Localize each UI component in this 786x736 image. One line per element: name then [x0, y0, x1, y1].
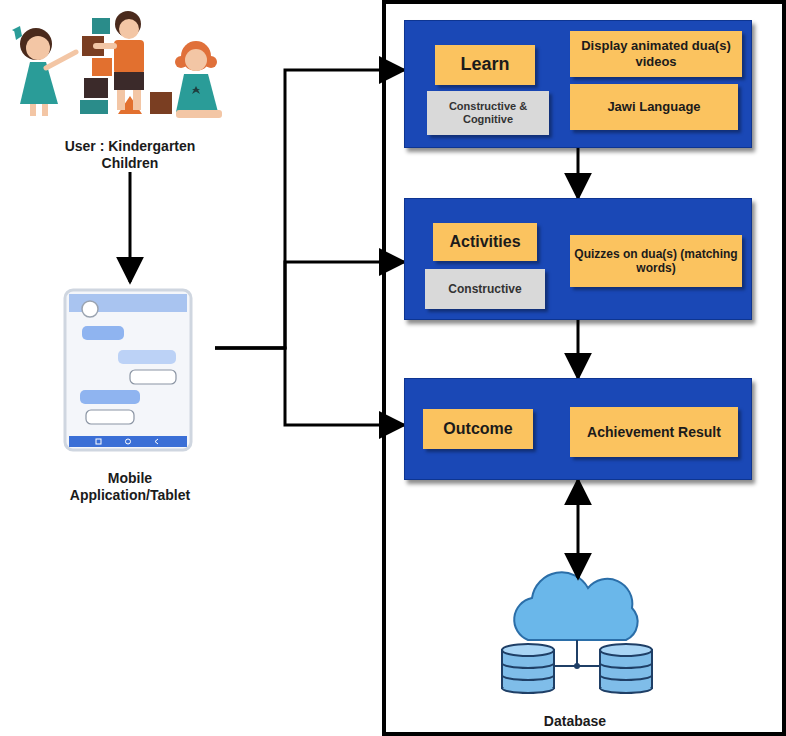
- children-illustration: [114, 40, 144, 74]
- flow-arrow: [577, 320, 580, 378]
- device-figure: Mobile Application/Tablet: [45, 282, 215, 504]
- database-illustration: [514, 572, 637, 640]
- figure-caption: Mobile Application/Tablet: [55, 470, 205, 504]
- content-box: Quizzes on dua(s) (matching words): [570, 235, 742, 287]
- approach-box: Constructive & Cognitive: [427, 91, 549, 135]
- children-illustration: [12, 26, 22, 40]
- figure-caption: Database: [544, 713, 606, 730]
- stage-panel: ActivitiesConstructive Quizzes on dua(s) …: [404, 198, 752, 320]
- user-figure: User : Kindergarten Children: [25, 0, 235, 172]
- children-illustration: [150, 92, 172, 114]
- children-illustration: [185, 49, 207, 71]
- database-illustration: [600, 644, 652, 693]
- database-illustration: [574, 663, 580, 669]
- children-illustration: [114, 72, 144, 90]
- database-illustration: [555, 640, 599, 666]
- tablet-illustration: [82, 301, 98, 317]
- tablet-illustration: [82, 326, 124, 340]
- content-box: Jawi Language: [570, 84, 738, 130]
- flow-arrow: [577, 480, 580, 578]
- children-illustration: [133, 90, 141, 110]
- stage-panel: Outcome Achievement Result: [404, 378, 752, 480]
- flow-arrow: [215, 262, 404, 348]
- tablet-illustration: [126, 439, 131, 444]
- tablet-illustration: [69, 436, 187, 447]
- tablet-illustration: [65, 290, 191, 450]
- box-label: Constructive: [448, 282, 521, 296]
- database-illustration: [502, 572, 652, 693]
- box-label: Quizzes on dua(s) (matching words): [573, 247, 739, 276]
- box-label: Jawi Language: [607, 99, 700, 115]
- content-box: Display animated dua(s) videos: [570, 31, 742, 77]
- box-label: Constructive & Cognitive: [430, 100, 546, 126]
- stage-heading: Learn: [435, 45, 535, 85]
- figure-caption: User : Kindergarten Children: [50, 138, 210, 172]
- tablet-illustration: [118, 350, 176, 364]
- children-illustration: [192, 86, 200, 94]
- tablet-illustration: [86, 410, 134, 424]
- children-illustration: [92, 58, 112, 76]
- children-illustration: [30, 104, 36, 116]
- flow-arrow: [215, 348, 404, 425]
- content-box: Achievement Result: [570, 407, 738, 457]
- tablet-illustration: [65, 290, 191, 450]
- children-illustration: [176, 110, 222, 118]
- children-illustration: [176, 74, 218, 112]
- tablet-illustration: [130, 370, 176, 384]
- box-label: Display animated dua(s) videos: [573, 38, 739, 69]
- children-illustration: [96, 43, 114, 49]
- approach-box: Constructive: [425, 269, 545, 309]
- stage-panel: LearnConstructive & Cognitive Display ani…: [404, 20, 752, 148]
- children-illustration: [20, 28, 52, 60]
- box-label: Achievement Result: [587, 424, 721, 441]
- children-illustration: [80, 100, 108, 114]
- database-illustration: [502, 644, 554, 693]
- children-illustration: [42, 104, 48, 116]
- flow-arrow: [215, 70, 404, 348]
- children-illustration: [84, 78, 108, 98]
- tablet-illustration: [80, 390, 140, 404]
- children-illustration: [26, 36, 50, 60]
- stage-heading: Activities: [433, 223, 537, 261]
- children-illustration: [12, 11, 222, 118]
- database-figure: Database: [490, 578, 660, 730]
- children-illustration: [46, 52, 76, 68]
- children-illustration: [181, 41, 211, 71]
- children-illustration: [20, 62, 58, 104]
- tablet-illustration: [96, 439, 101, 444]
- children-illustration: [117, 90, 125, 110]
- system-frame: [384, 2, 784, 734]
- flow-arrow: [577, 148, 580, 198]
- children-illustration: [92, 18, 110, 34]
- children-illustration: [119, 19, 139, 39]
- tablet-illustration: [155, 439, 158, 444]
- stage-heading: Outcome: [423, 409, 533, 449]
- flow-arrow: [129, 172, 132, 282]
